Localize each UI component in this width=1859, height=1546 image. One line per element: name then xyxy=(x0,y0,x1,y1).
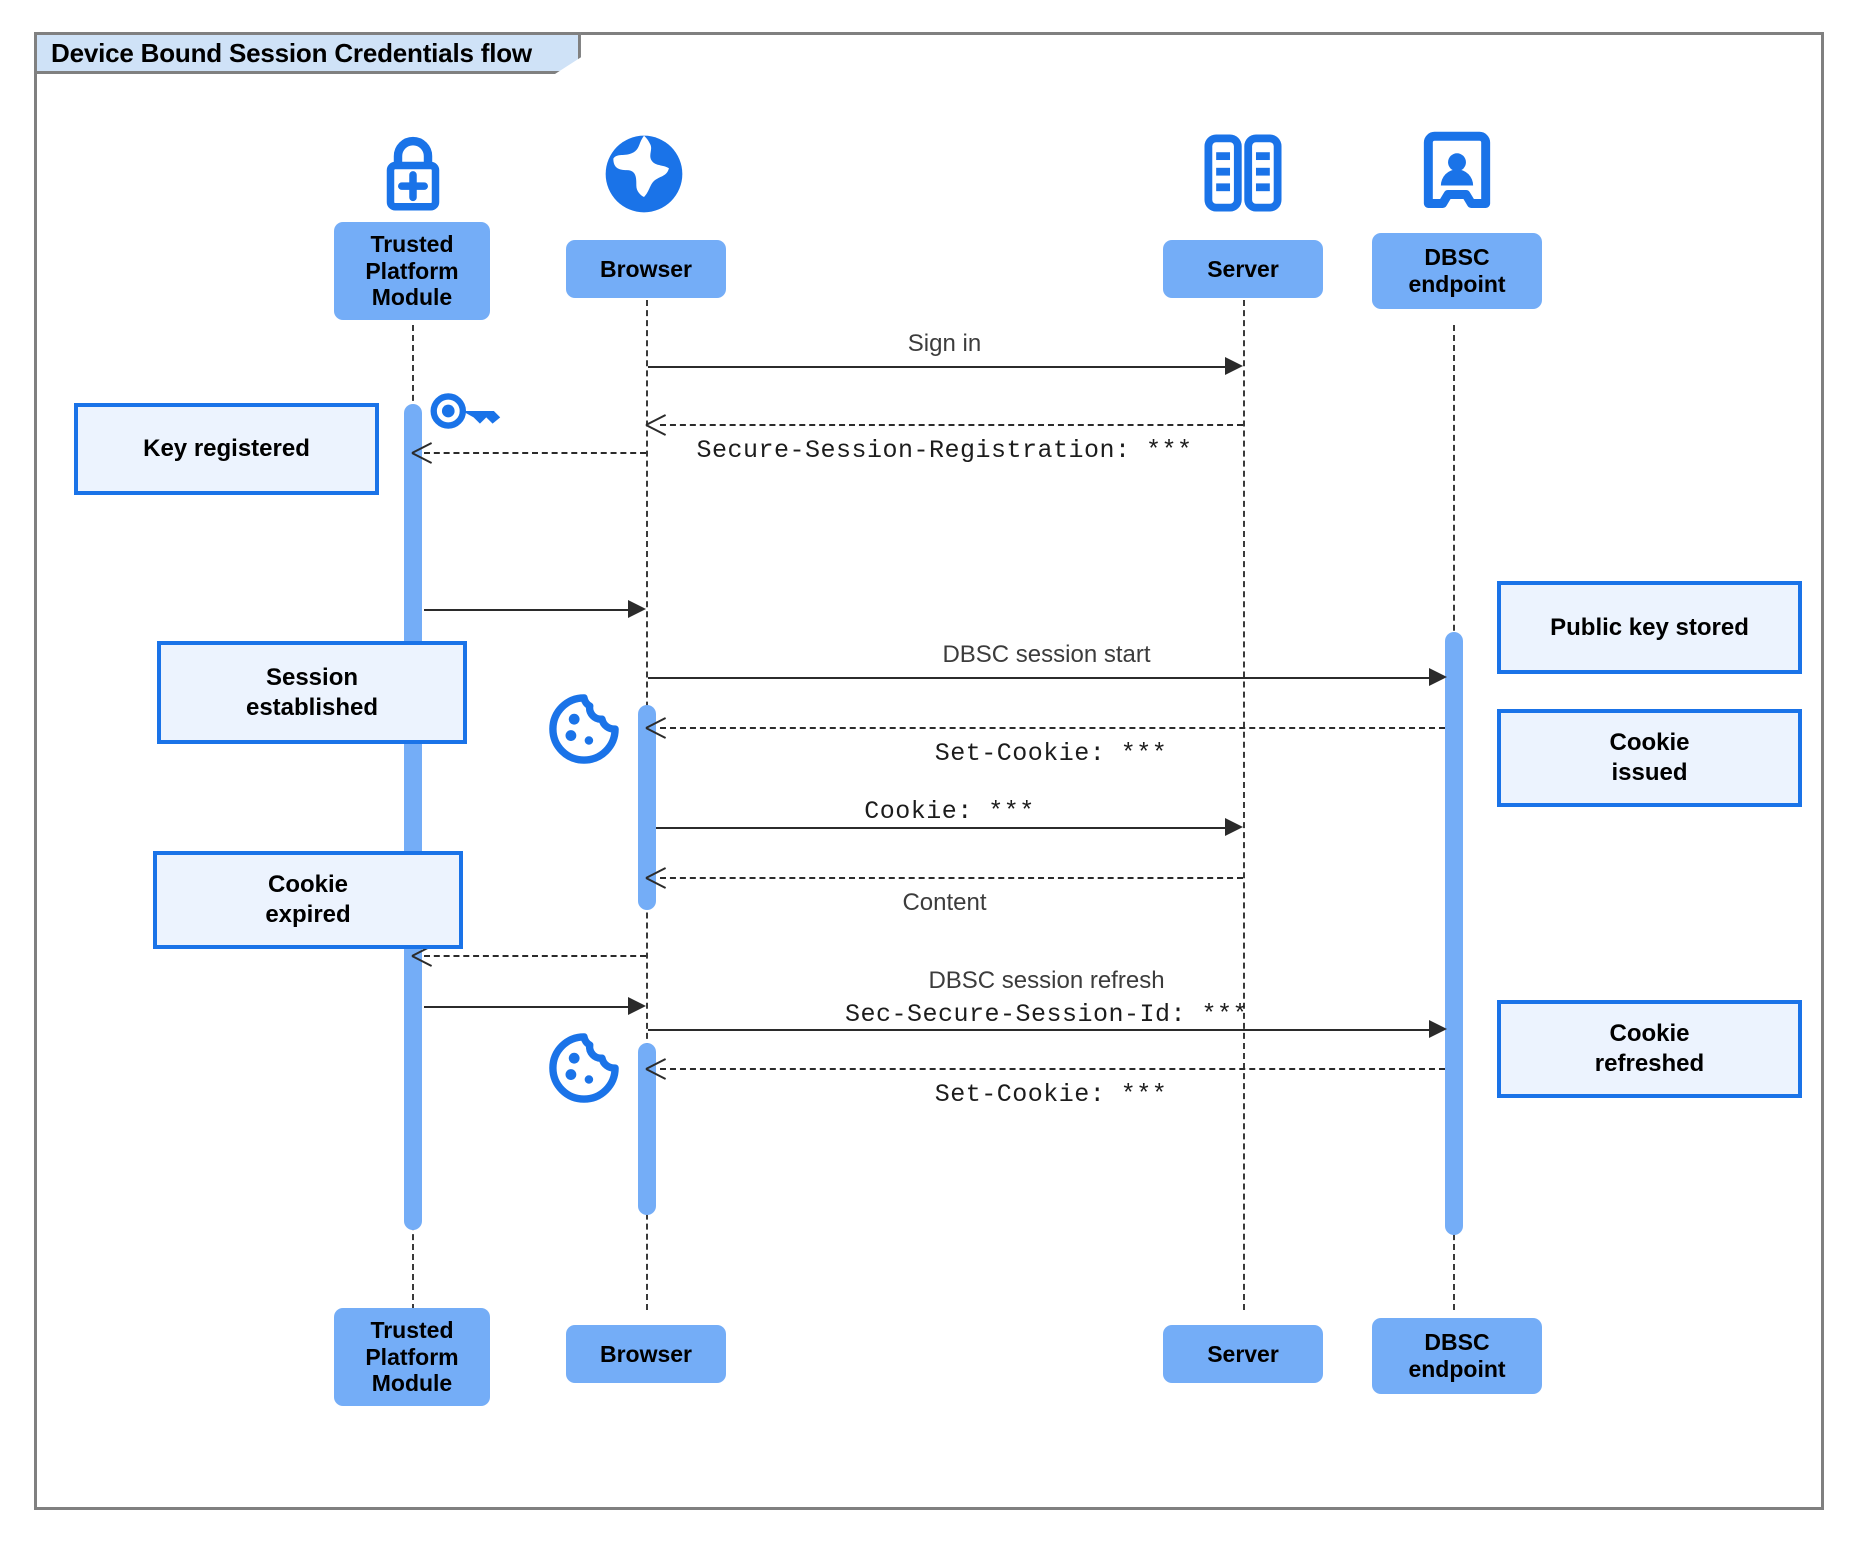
note-cookie-expired: Cookie expired xyxy=(153,851,463,949)
server-rack-icon xyxy=(1204,134,1282,212)
message-label-set-cookie-2: Set-Cookie: *** xyxy=(934,1080,1168,1109)
message-arrow-set-cookie-2 xyxy=(660,1068,1445,1070)
activation-browser-2 xyxy=(638,1043,656,1215)
note-key-registered: Key registered xyxy=(74,403,379,495)
arrowhead-open-left-icon xyxy=(646,867,666,887)
participant-label: Browser xyxy=(599,255,693,282)
note-public-key-stored: Public key stored xyxy=(1497,581,1802,674)
lock-plus-icon xyxy=(386,136,440,211)
message-label-dbsc-session-start: DBSC session start xyxy=(942,641,1151,668)
message-label-cookie: Cookie: *** xyxy=(864,797,1035,826)
message-arrow-browser-to-tpm-2 xyxy=(424,955,646,957)
message-arrow-content xyxy=(660,877,1243,879)
arrowhead-right-icon xyxy=(1429,1020,1447,1038)
message-label-secure-session-registration: Secure-Session-Registration: *** xyxy=(696,436,1193,465)
message-arrow-dbsc-session-start xyxy=(648,677,1436,679)
message-arrow-dbsc-session-refresh xyxy=(648,1029,1436,1031)
participant-label: Server xyxy=(1207,255,1279,282)
message-arrow-tpm-to-browser-2 xyxy=(424,1006,632,1008)
activation-dbsc xyxy=(1445,632,1463,1235)
participant-label: Trusted Platform Module xyxy=(365,230,459,311)
note-cookie-refreshed: Cookie refreshed xyxy=(1497,1000,1802,1098)
arrowhead-open-left-icon xyxy=(646,717,666,737)
note-label: Public key stored xyxy=(1550,613,1749,641)
key-icon xyxy=(430,393,501,429)
message-arrow-cookie xyxy=(656,827,1231,829)
frame-title: Device Bound Session Credentials flow xyxy=(34,32,581,74)
note-session-established: Session established xyxy=(157,641,467,744)
participant-label: DBSC endpoint xyxy=(1408,1329,1506,1382)
participant-tpm-top[interactable]: Trusted Platform Module xyxy=(334,222,490,320)
note-label: Cookie expired xyxy=(265,871,351,928)
message-label-set-cookie-1: Set-Cookie: *** xyxy=(934,739,1168,768)
arrowhead-open-left-icon xyxy=(412,442,432,462)
globe-icon xyxy=(605,135,683,213)
message-label-dbsc-session-refresh: DBSC session refresh xyxy=(928,967,1165,994)
participant-dbsc-bottom[interactable]: DBSC endpoint xyxy=(1372,1318,1542,1394)
activation-browser-1 xyxy=(638,705,656,910)
message-label-content: Content xyxy=(902,889,987,916)
participant-server-top[interactable]: Server xyxy=(1163,240,1323,298)
note-cookie-issued: Cookie issued xyxy=(1497,709,1802,807)
message-arrow-set-cookie-1 xyxy=(660,727,1445,729)
note-label: Session established xyxy=(245,663,379,721)
note-label: Cookie issued xyxy=(1609,729,1690,786)
participant-label: Server xyxy=(1207,1340,1279,1367)
activation-tpm xyxy=(404,404,422,1230)
cookie-icon xyxy=(549,694,619,764)
participant-server-bottom[interactable]: Server xyxy=(1163,1325,1323,1383)
participant-label: Browser xyxy=(599,1340,693,1367)
message-arrow-secure-session-registration xyxy=(660,424,1243,426)
arrowhead-open-left-icon xyxy=(646,414,666,434)
message-arrow-sign-in xyxy=(648,366,1231,368)
participant-label: Trusted Platform Module xyxy=(365,1316,459,1397)
lifeline-server xyxy=(1243,290,1245,1310)
participant-label: DBSC endpoint xyxy=(1408,244,1506,297)
id-badge-icon xyxy=(1423,131,1491,208)
message-label-sign-in: Sign in xyxy=(907,330,982,357)
note-label: Key registered xyxy=(143,435,310,462)
arrowhead-right-icon xyxy=(1225,357,1243,375)
arrowhead-right-icon xyxy=(1225,818,1243,836)
message-arrow-browser-to-tpm-1 xyxy=(424,452,646,454)
participant-tpm-bottom[interactable]: Trusted Platform Module xyxy=(334,1308,490,1406)
note-label: Cookie refreshed xyxy=(1594,1020,1705,1077)
cookie-icon xyxy=(549,1033,619,1103)
participant-dbsc-top[interactable]: DBSC endpoint xyxy=(1372,233,1542,309)
participant-browser-bottom[interactable]: Browser xyxy=(566,1325,726,1383)
arrowhead-right-icon xyxy=(1429,668,1447,686)
arrowhead-open-left-icon xyxy=(646,1058,666,1078)
arrowhead-right-icon xyxy=(628,997,646,1015)
participant-browser-top[interactable]: Browser xyxy=(566,240,726,298)
message-label-sec-secure-session-id: Sec-Secure-Session-Id: *** xyxy=(844,1000,1249,1029)
arrowhead-right-icon xyxy=(628,600,646,618)
message-arrow-tpm-to-browser-1 xyxy=(424,609,632,611)
